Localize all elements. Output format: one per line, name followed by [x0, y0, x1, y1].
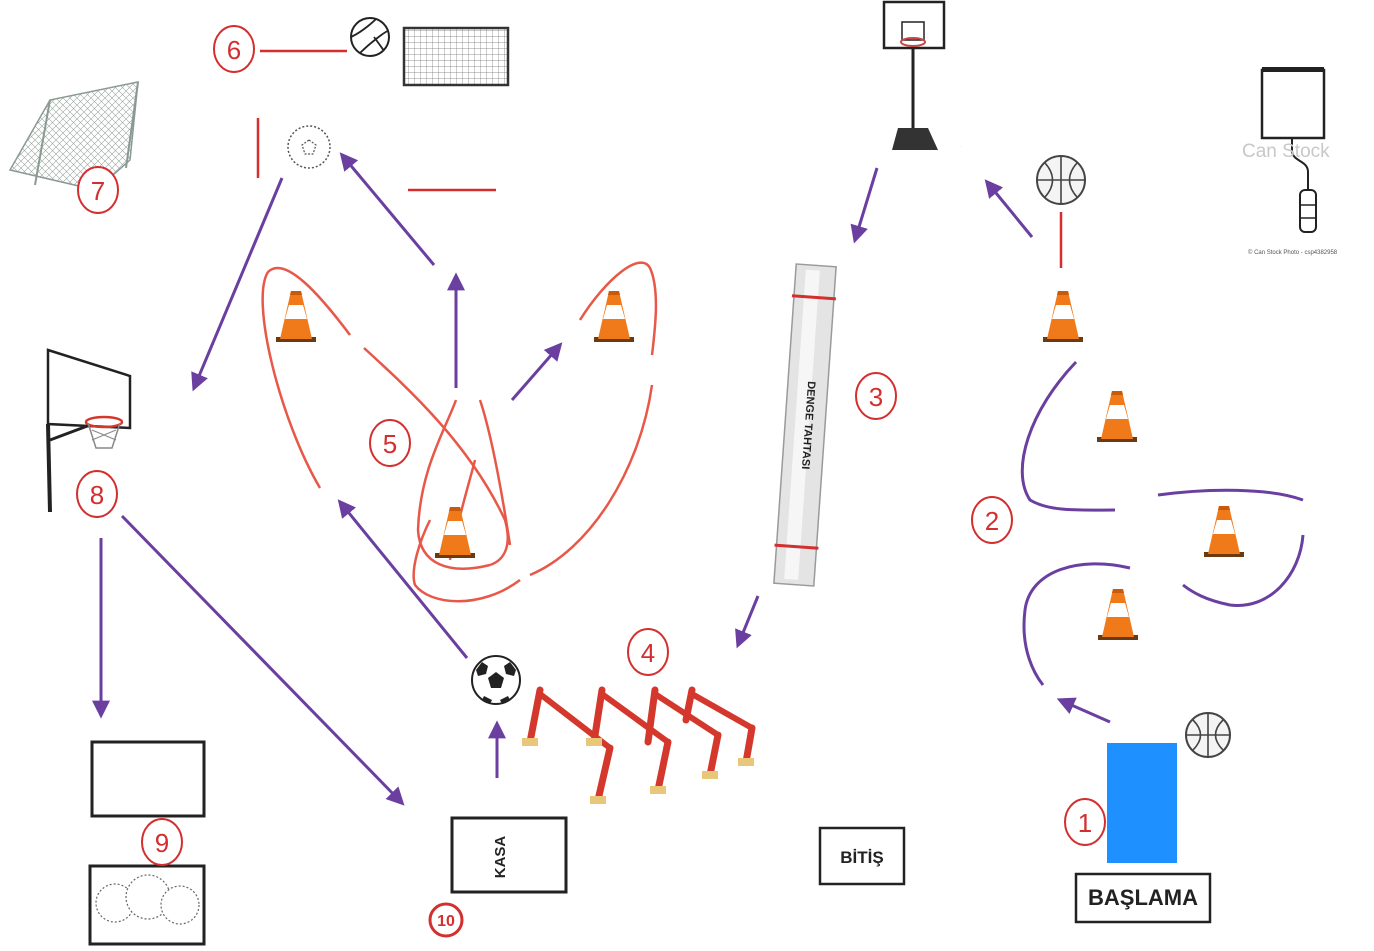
slalom-path: [1020, 360, 1305, 686]
large-goal-icon: [8, 81, 139, 191]
zigzag-loops: [261, 261, 658, 603]
handball-icon: [287, 125, 331, 169]
arrow-hoop-to-beam: [850, 167, 879, 244]
red-marker-lines: [256, 49, 1063, 268]
arrow-zigzag-diag: [510, 342, 563, 401]
arrow-beam-to-hurdles: [735, 595, 760, 649]
arrow-start-to-slalom: [1056, 697, 1111, 724]
basketball-stand-icon: ·: [882, 0, 962, 150]
station-badge-10: 10: [428, 902, 464, 938]
station-badge-5: 5: [369, 419, 411, 467]
basketball-icon: [1036, 155, 1086, 205]
cone-icon: [1204, 506, 1244, 557]
finish-box: BİTİŞ: [818, 826, 906, 886]
arrow-handball-to-basket: [191, 177, 284, 392]
station-badge-1: 1: [1064, 798, 1106, 846]
svg-text:9: 9: [155, 828, 169, 858]
station-badge-6: 6: [213, 25, 255, 73]
balance-beam: DENGE TAHTASI: [773, 263, 837, 587]
finish-label: BİTİŞ: [840, 848, 883, 867]
svg-text:1: 1: [1078, 808, 1092, 838]
svg-text:2: 2: [985, 506, 999, 536]
start-marker-blue: [1107, 743, 1177, 863]
station-badge-4: 4: [627, 628, 669, 676]
vault-box-label: KASA: [492, 836, 509, 879]
basketball-icon: [1185, 712, 1231, 758]
basketball-hoop-icon: [46, 348, 132, 513]
soccer-goal-icon: [402, 26, 510, 87]
watermark-brand: Can Stock: [1242, 141, 1330, 162]
station-badge-2: 2: [971, 496, 1013, 544]
mat-bottom-with-balls: [88, 864, 206, 946]
station-badges: 1 2 3 4 5 6 7 8: [76, 25, 1106, 938]
svg-text:7: 7: [91, 176, 105, 206]
hurdles: [522, 686, 756, 804]
station-badge-7: 7: [77, 166, 119, 214]
cone-icon: [1098, 589, 1138, 640]
start-label: BAŞLAMA: [1088, 885, 1198, 910]
route-arrows: [92, 152, 1111, 806]
punching-bag-icon: Can Stock © Can Stock Photo - csp4382958: [1242, 67, 1338, 256]
cone-icon: [1043, 291, 1083, 342]
arrow-basket-to-kasa: [120, 514, 405, 806]
svg-text:5: 5: [383, 429, 397, 459]
arrow-slalom-to-hoop: [984, 179, 1034, 238]
svg-text:8: 8: [90, 480, 104, 510]
svg-text:4: 4: [641, 638, 655, 668]
station-badge-3: 3: [855, 372, 897, 420]
volleyball-icon: [350, 17, 390, 57]
start-box: BAŞLAMA: [1074, 872, 1212, 924]
watermark-credit: © Can Stock Photo - csp4382958: [1248, 249, 1338, 256]
cone-icon: [435, 507, 475, 558]
cone-icon: [276, 291, 316, 342]
cone-icon: [594, 291, 634, 342]
soccer-ball-icon: [471, 655, 521, 705]
svg-text:3: 3: [869, 382, 883, 412]
station-badge-9: 9: [141, 818, 183, 866]
arrow-to-handball: [339, 152, 436, 266]
vault-box: KASA: [450, 816, 568, 894]
stand-credit: ·: [960, 144, 962, 150]
svg-text:6: 6: [227, 35, 241, 65]
arrow-ball-to-zigzag: [337, 499, 469, 659]
station-badge-8: 8: [76, 470, 118, 518]
mat-top: [90, 740, 206, 818]
svg-text:10: 10: [437, 913, 455, 930]
cone-icon: [1097, 391, 1137, 442]
